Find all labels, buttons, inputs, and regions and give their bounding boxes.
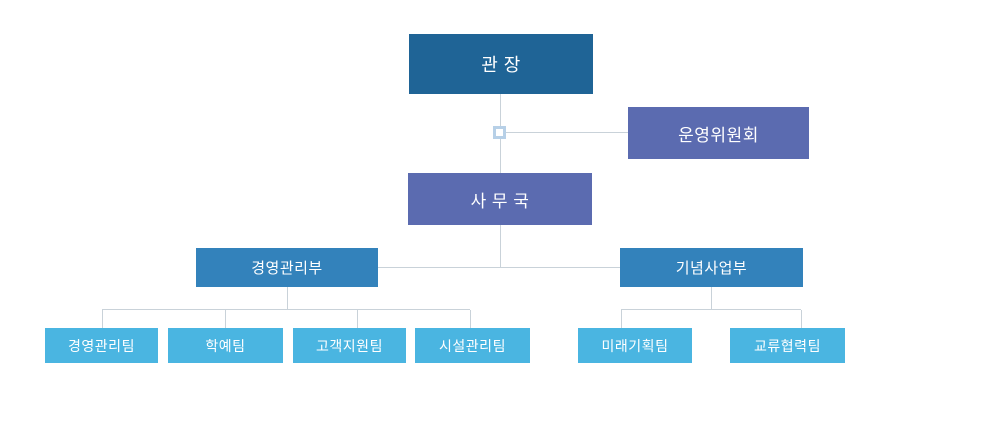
connector-team-stub — [621, 310, 622, 328]
org-box-director: 관 장 — [409, 34, 593, 94]
org-box-team-facility-management: 시설관리팀 — [415, 328, 530, 363]
org-box-team-curatorial: 학예팀 — [168, 328, 283, 363]
connector-right-team-rail — [621, 309, 801, 310]
connector-team-stub — [470, 310, 471, 328]
connector-team-stub — [801, 310, 802, 328]
connector-dept-rail — [378, 267, 620, 268]
connector-team-stub — [357, 310, 358, 328]
connector-secretariat-depts — [500, 225, 501, 268]
connector-committee-branch — [506, 132, 628, 133]
org-box-team-exchange-cooperation: 교류협력팀 — [730, 328, 845, 363]
org-box-dept-memorial-business: 기념사업부 — [620, 248, 803, 287]
connector-memorial-drop — [711, 287, 712, 310]
connector-management-drop — [287, 287, 288, 310]
org-box-secretariat: 사 무 국 — [408, 173, 592, 225]
org-box-team-management: 경영관리팀 — [45, 328, 158, 363]
connector-left-team-rail — [102, 309, 470, 310]
connector-team-stub — [225, 310, 226, 328]
junction-square-node — [493, 126, 506, 139]
org-box-steering-committee: 운영위원회 — [628, 107, 809, 159]
org-box-team-future-planning: 미래기획팀 — [578, 328, 692, 363]
org-box-dept-management: 경영관리부 — [196, 248, 378, 287]
org-box-team-customer-support: 고객지원팀 — [293, 328, 406, 363]
connector-team-stub — [102, 310, 103, 328]
